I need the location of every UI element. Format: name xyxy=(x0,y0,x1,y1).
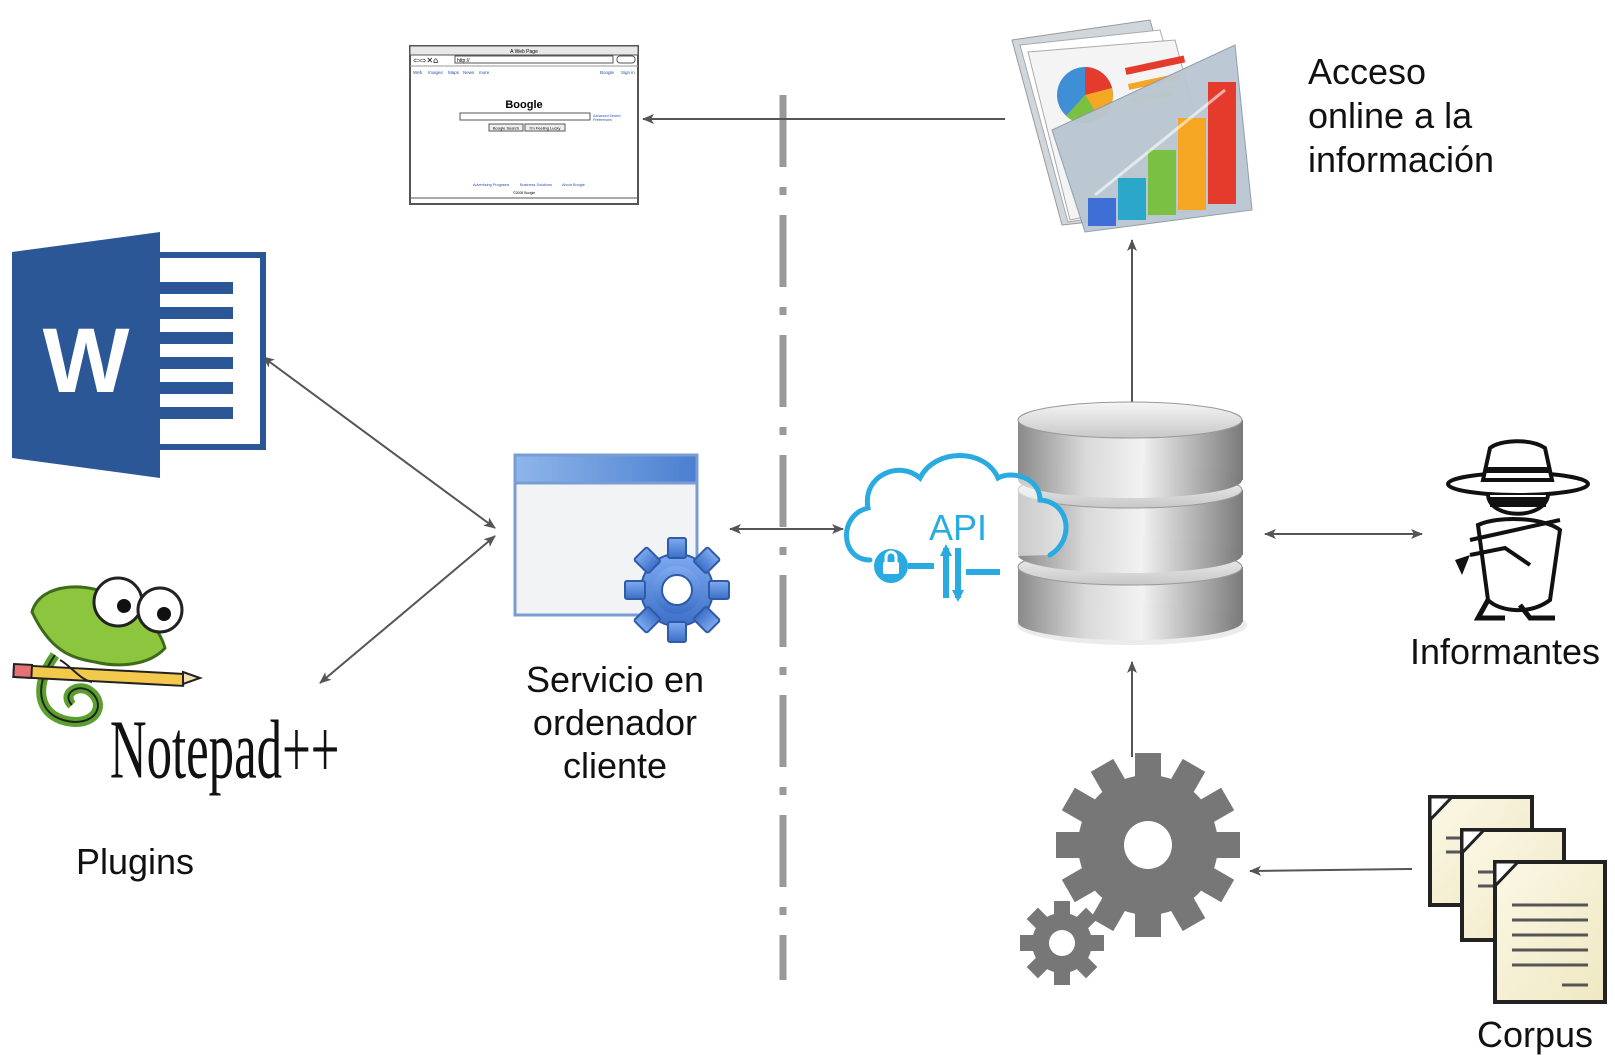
client-service-icon xyxy=(513,453,730,643)
lucky-button-label: I'm Feeling Lucky xyxy=(530,126,561,131)
nav-link-images: Images xyxy=(428,70,444,75)
label-line: Acceso xyxy=(1308,51,1427,92)
search-button xyxy=(488,123,524,132)
document-icon xyxy=(1493,860,1607,1004)
arrow-corpus-to-gears xyxy=(1249,865,1413,876)
gear-icon xyxy=(624,537,730,643)
spy-informant-icon xyxy=(1446,439,1590,621)
api-label: API xyxy=(929,507,987,548)
reports-folder-icon xyxy=(1011,19,1253,233)
search-box-mini xyxy=(616,55,636,64)
notepad-plus-plus-logo: Notepad++ xyxy=(12,576,340,796)
footer-link-about: About Boogle xyxy=(562,183,585,187)
url-bar xyxy=(454,55,614,64)
corpus-documents-icon xyxy=(1428,795,1607,1004)
web-window-title: A Web Page xyxy=(510,49,538,55)
lock-icon xyxy=(874,549,908,583)
label-plugins: Plugins xyxy=(75,841,195,882)
label-line: información xyxy=(1308,139,1495,180)
notepad-wordmark: Notepad++ xyxy=(110,703,340,796)
main-search-input xyxy=(459,112,591,121)
copyright-text: ©2008 Boogle xyxy=(513,191,535,195)
lucky-button xyxy=(524,123,566,132)
advanced-search-link: Advanced Search xyxy=(593,114,621,118)
nav-link-news: News xyxy=(463,70,475,75)
large-gear-icon xyxy=(1056,753,1240,937)
preferences-link: Preferences xyxy=(593,118,612,122)
label-line: Servicio en xyxy=(525,659,705,700)
label-servicio-cliente: Servicio en ordenador cliente xyxy=(490,658,740,787)
boogle-logo: Boogle xyxy=(505,99,542,111)
footer-link-business: Business Solutions xyxy=(520,183,552,187)
label-line: ordenador xyxy=(532,702,698,743)
search-button-label: Boogle Search xyxy=(493,126,519,131)
label-line: cliente xyxy=(562,745,668,786)
label-line: online a la xyxy=(1308,95,1473,136)
processing-gears-icon xyxy=(1020,753,1240,985)
web-page-wireframe: A Web Page ⇦⇨✕⌂ http:// Web Images Maps … xyxy=(409,45,639,205)
url-text: http:// xyxy=(457,58,470,64)
label-informantes: Informantes xyxy=(1409,631,1601,672)
label-corpus: Corpus xyxy=(1476,1014,1594,1055)
nav-link-maps: Maps xyxy=(448,70,460,75)
account-link-boogle: Boogle xyxy=(600,70,615,75)
bar-chart-icon xyxy=(1088,82,1236,226)
footer-link-advertising: Advertising Programs xyxy=(473,183,509,187)
word-logo: W xyxy=(12,232,266,478)
nav-link-web: Web xyxy=(413,70,423,75)
arrow-notepad-service xyxy=(319,535,496,684)
browser-nav-icons: ⇦⇨✕⌂ xyxy=(413,56,438,65)
pencil-icon xyxy=(12,662,204,687)
nav-link-more: more xyxy=(479,70,490,75)
arrow-word-service xyxy=(262,356,496,529)
transfer-arrows-icon xyxy=(940,544,964,602)
api-cloud-icon: API xyxy=(844,453,1069,602)
small-gear-icon xyxy=(1020,901,1104,985)
word-letter: W xyxy=(43,310,130,412)
label-acceso-online: Acceso online a la información xyxy=(1308,50,1494,182)
account-link-signin: Sign in xyxy=(621,70,635,75)
